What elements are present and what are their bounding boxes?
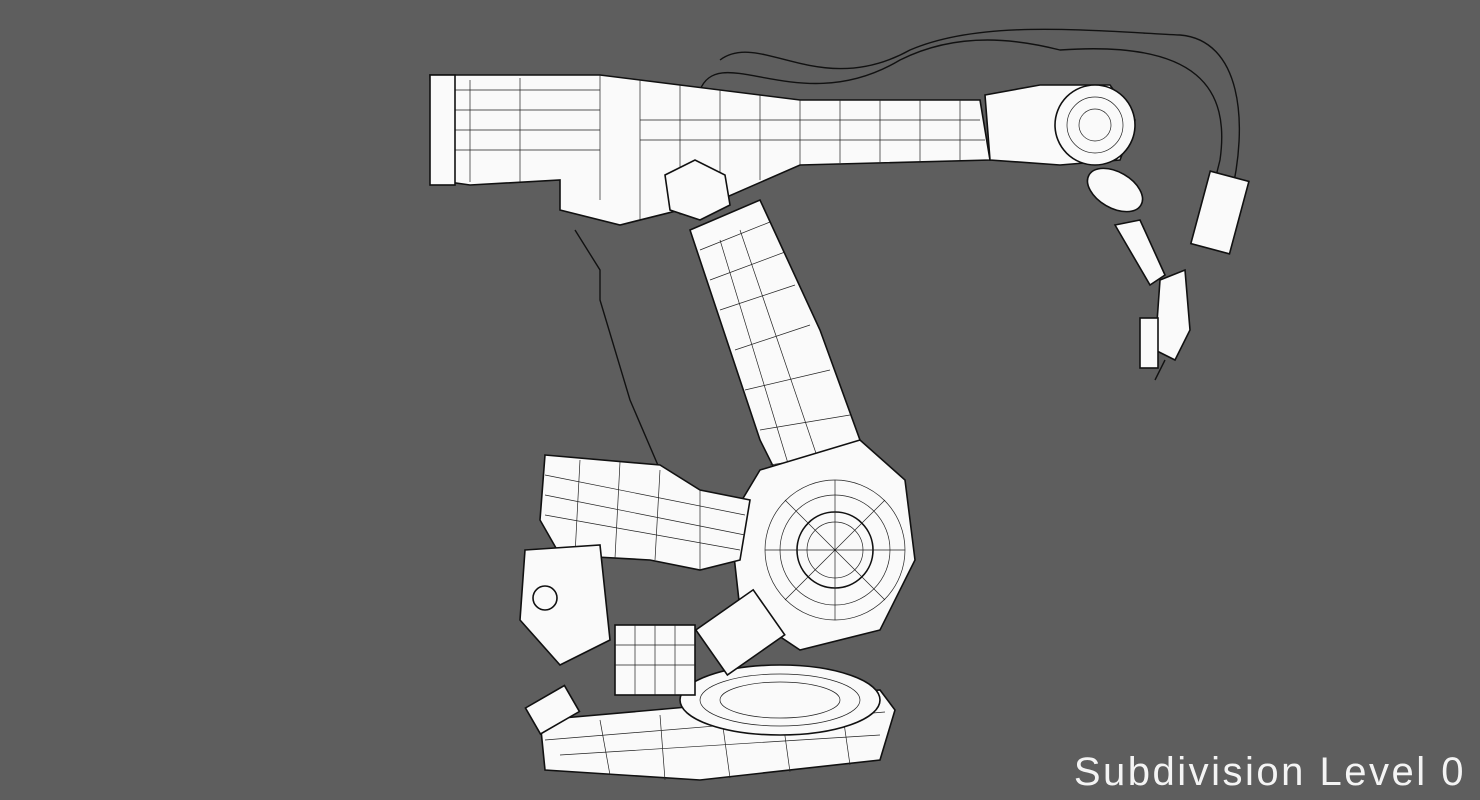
subdivision-level-caption: Subdivision Level 0 — [1073, 750, 1466, 794]
counterweight — [519, 454, 786, 696]
upper-arm — [429, 74, 991, 226]
cable-hose — [574, 229, 661, 471]
wrist — [984, 84, 1167, 287]
robot-base — [524, 664, 896, 781]
welding-torch — [1139, 170, 1250, 381]
